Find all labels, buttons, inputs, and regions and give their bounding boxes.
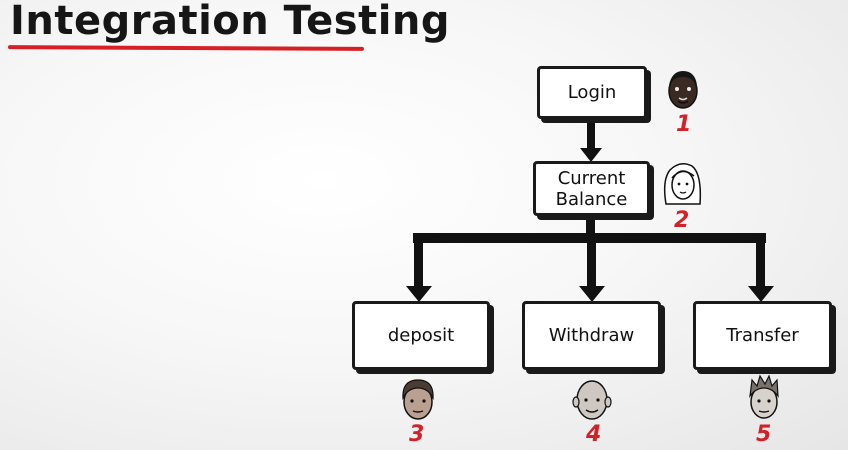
tester-4-face-icon <box>572 380 612 420</box>
node-withdraw: Withdraw <box>522 301 661 370</box>
node-withdraw-label: Withdraw <box>548 325 635 346</box>
node-transfer-label: Transfer <box>726 325 799 346</box>
tester-5-number: 5 <box>756 422 772 447</box>
tester-3-number: 3 <box>409 422 425 447</box>
node-current-balance-line1: Current <box>557 167 626 189</box>
tester-1-face-icon <box>668 71 698 109</box>
tester-4-number: 4 <box>586 422 602 447</box>
arrow-head-withdraw <box>579 286 605 302</box>
branch-middle <box>587 233 596 291</box>
tester-2-number: 2 <box>674 208 690 233</box>
arrow-login-to-balance <box>587 116 595 152</box>
trunk-line <box>586 212 595 238</box>
tester-3-face-icon <box>402 379 434 420</box>
arrow-head-transfer <box>748 286 774 302</box>
node-transfer: Transfer <box>693 301 832 370</box>
branch-left <box>414 233 423 291</box>
node-deposit-label: deposit <box>387 325 455 346</box>
tester-2-face-icon <box>663 163 702 205</box>
tester-1-number: 1 <box>676 112 692 137</box>
page-title: Integration Testing <box>10 0 451 44</box>
node-deposit: deposit <box>352 301 490 370</box>
node-login-label: Login <box>567 82 617 103</box>
node-login: Login <box>537 66 647 119</box>
arrow-head-deposit <box>406 286 432 302</box>
tester-5-face-icon <box>749 374 779 419</box>
arrow-head-balance <box>580 148 602 162</box>
node-current-balance-line2: Balance <box>555 188 628 210</box>
node-current-balance: Current Balance <box>533 161 650 216</box>
branch-right <box>756 233 765 291</box>
